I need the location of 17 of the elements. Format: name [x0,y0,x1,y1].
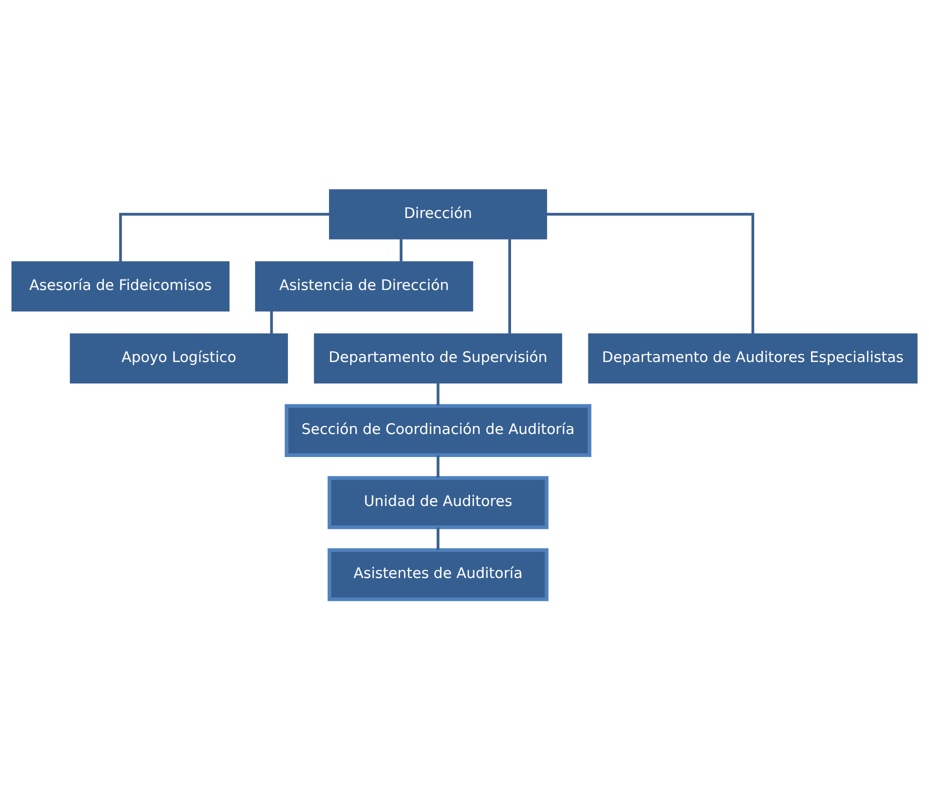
connector [436,526,440,550]
node-box: Departamento de Supervisión [314,332,562,384]
node-box: Sección de Coordinación de Auditoría [284,404,592,456]
node-box: Asesoría de Fideicomisos [11,260,230,311]
connector [436,454,440,478]
connector [400,238,402,262]
connector [119,212,330,262]
node-box: Asistencia de Dirección [255,260,474,311]
connector [546,212,754,334]
node-box: Departamento de Auditores Especialistas [588,332,918,384]
connector [270,310,273,334]
node-box: Asistentes de Auditoría [328,548,548,601]
connector [508,238,512,334]
node-box: Unidad de Auditores [328,476,548,529]
node-box: Dirección [329,188,548,239]
node-box: Apoyo Logístico [70,332,288,384]
connector [436,382,440,406]
